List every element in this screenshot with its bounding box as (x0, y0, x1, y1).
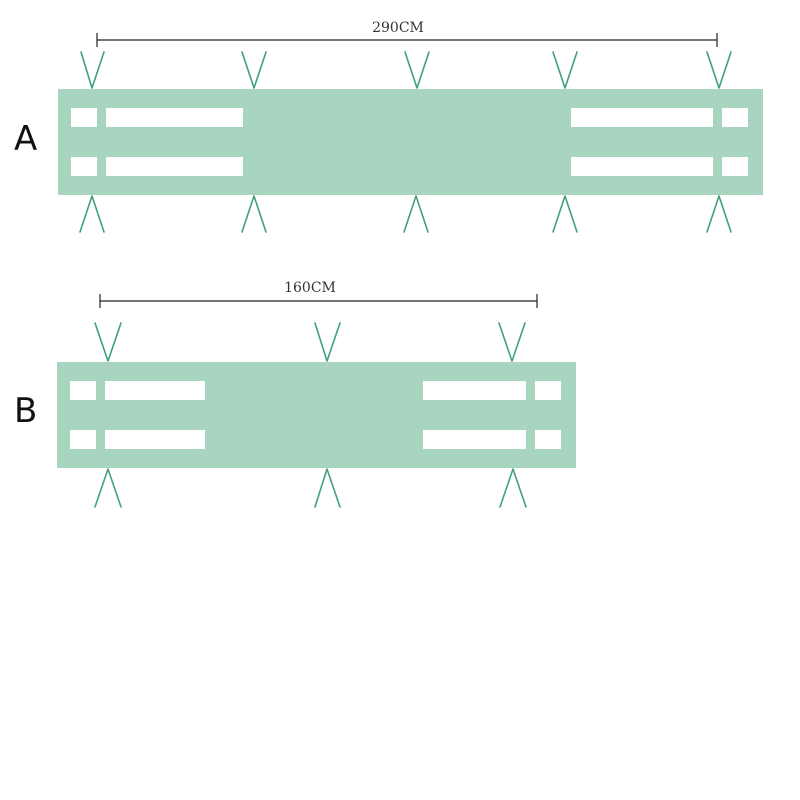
panel-b-dimension-label: 160CM (284, 280, 336, 296)
panel-a-slot-short-bottom-left (71, 157, 97, 176)
panel-a-stake-bottom-3 (403, 195, 429, 233)
panel-b-stake-bottom-1 (94, 468, 122, 508)
panel-b-slot-short-top-left (70, 381, 96, 400)
panel-a-stake-bottom-5 (706, 195, 732, 233)
panel-a-slot-long-bottom-right (571, 157, 713, 176)
panel-b-group: B 160CM (14, 280, 576, 508)
panel-b-stake-top-1 (94, 322, 122, 362)
panel-b-slot-short-top-right (535, 381, 561, 400)
panel-b-slot-short-bottom-right (535, 430, 561, 449)
panel-a-dimension-label: 290CM (372, 20, 424, 36)
panel-a-stake-bottom-1 (79, 195, 105, 233)
panel-b-slot-long-bottom-left (105, 430, 205, 449)
panel-b-stake-bottom-3 (499, 468, 527, 508)
panel-b-slot-short-bottom-left (70, 430, 96, 449)
panel-b-stake-bottom-2 (314, 468, 341, 508)
panel-b-body (57, 362, 576, 468)
panel-b-stake-top-3 (498, 322, 526, 362)
panel-a-slot-short-top-left (71, 108, 97, 127)
panel-a-stake-top-1 (80, 51, 105, 89)
panel-a-stake-top-3 (404, 51, 430, 89)
panel-a-stake-bottom-2 (241, 195, 267, 233)
panel-a-slot-short-bottom-right (722, 157, 748, 176)
panel-b-label: B (14, 391, 37, 431)
panel-a-slot-long-bottom-left (106, 157, 243, 176)
panel-a-group: A 290CM (14, 20, 763, 233)
panel-a-stake-top-5 (706, 51, 732, 89)
panel-a-label: A (14, 119, 37, 159)
panel-b-slot-long-bottom-right (423, 430, 526, 449)
panel-a-stake-top-4 (552, 51, 578, 89)
panel-a-body (58, 89, 763, 195)
panel-b-slot-long-top-right (423, 381, 526, 400)
panel-a-slot-short-top-right (722, 108, 748, 127)
panel-a-stake-top-2 (241, 51, 267, 89)
panel-b-stake-top-2 (314, 322, 341, 362)
panel-b-slot-long-top-left (105, 381, 205, 400)
panel-b-dimension: 160CM (99, 280, 538, 308)
panel-a-slot-long-top-left (106, 108, 243, 127)
panel-a-slot-long-top-right (571, 108, 713, 127)
panel-a-stake-bottom-4 (552, 195, 578, 233)
panel-a-dimension: 290CM (96, 20, 718, 47)
